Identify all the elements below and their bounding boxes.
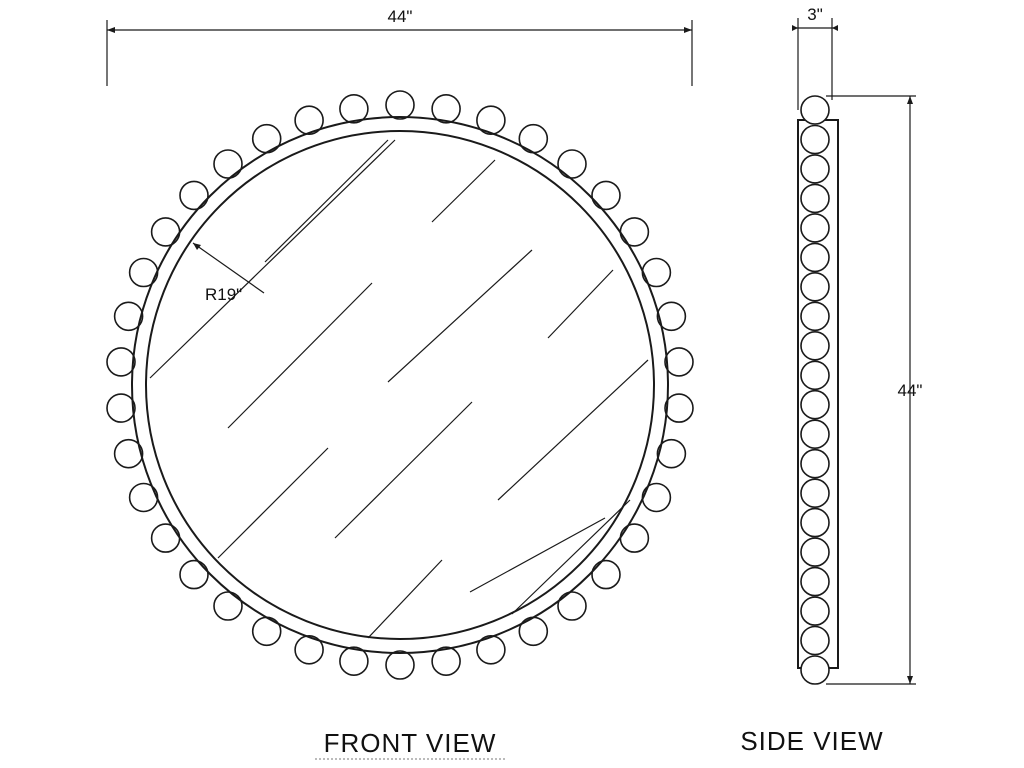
front-width-label: 44" [388, 7, 413, 26]
front-bead [557, 149, 587, 179]
side-bead [800, 330, 830, 361]
front-radius-dimension: R19" [192, 242, 265, 304]
front-bead [385, 90, 415, 120]
front-bead [179, 180, 209, 211]
side-height-dimension: 44" [826, 95, 923, 685]
side-bead [800, 507, 830, 538]
front-bead [106, 347, 136, 377]
side-bead-stack [800, 95, 830, 685]
front-bead [294, 105, 324, 135]
side-bead [800, 213, 830, 243]
front-bead [619, 217, 650, 247]
front-frame [131, 116, 669, 654]
front-bead-ring [106, 90, 694, 680]
side-bead [800, 242, 830, 273]
front-bead [557, 591, 587, 621]
side-bead [800, 655, 830, 685]
front-width-dimension: 44" [106, 7, 693, 86]
front-bead [591, 180, 621, 211]
front-bead [518, 616, 549, 647]
front-bead [106, 393, 136, 423]
side-bead [800, 625, 830, 656]
front-bead [339, 646, 369, 677]
front-bead [113, 301, 144, 332]
front-bead [150, 523, 181, 553]
front-bead [619, 523, 650, 553]
side-view-title: SIDE VIEW [740, 726, 883, 756]
front-bead [213, 591, 243, 621]
side-bead [800, 566, 830, 597]
side-bead [800, 537, 830, 567]
front-view-title: FRONT VIEW [315, 728, 505, 760]
front-bead [431, 94, 461, 124]
side-bead [800, 360, 830, 391]
front-bead [179, 559, 209, 590]
front-bead [518, 123, 549, 154]
side-view-label: SIDE VIEW [740, 726, 883, 756]
side-bead [800, 478, 830, 509]
mirror-glass-hatching [149, 139, 649, 639]
side-depth-label: 3" [807, 5, 823, 24]
front-bead [294, 634, 324, 665]
front-bead [251, 616, 282, 647]
front-bead [664, 347, 694, 377]
side-bead [800, 389, 830, 420]
side-bead [800, 271, 830, 302]
side-bead [800, 596, 830, 626]
side-bead [800, 124, 830, 155]
front-bead [664, 393, 694, 423]
front-bead [339, 94, 369, 124]
front-bead [113, 438, 144, 469]
side-bead [800, 154, 830, 184]
front-bead [251, 123, 282, 154]
front-bead [150, 217, 181, 247]
front-bead [385, 650, 415, 680]
front-view-label: FRONT VIEW [324, 728, 497, 758]
side-depth-dimension: 3" [792, 5, 838, 110]
front-bead [656, 301, 687, 332]
side-bead [800, 448, 830, 479]
front-bead [591, 559, 621, 590]
front-bead [431, 646, 461, 677]
side-height-label: 44" [898, 381, 923, 400]
side-profile [797, 95, 839, 685]
side-bead [800, 419, 830, 450]
front-bead [476, 105, 506, 135]
front-bead [476, 634, 506, 665]
side-bead [800, 95, 830, 125]
front-radius-label: R19" [205, 285, 242, 304]
side-bead [800, 301, 830, 332]
front-bead [656, 438, 687, 469]
front-bead [213, 149, 243, 179]
side-bead [800, 183, 830, 214]
